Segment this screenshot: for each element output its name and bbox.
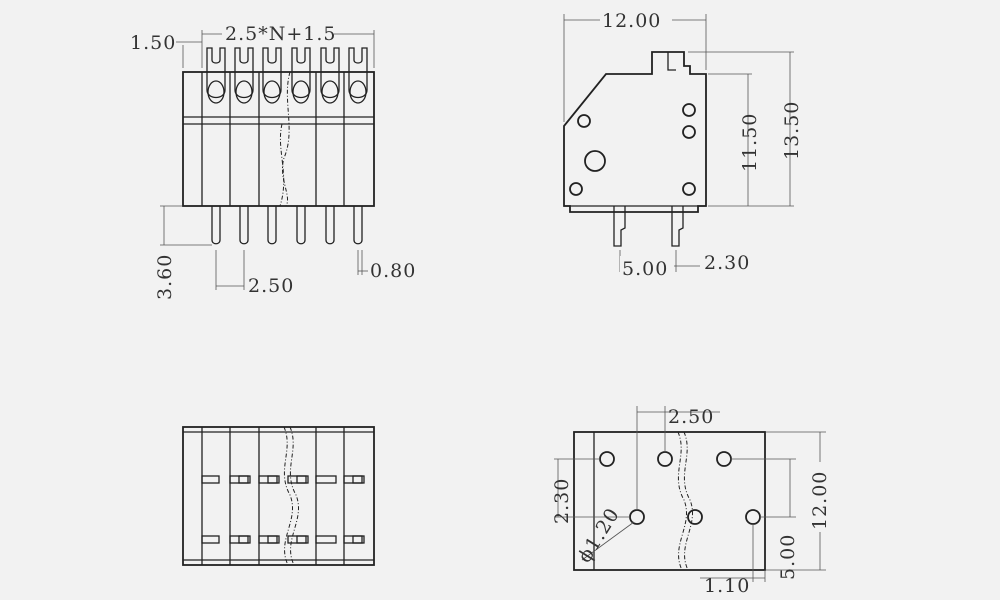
- top-break-line: [289, 426, 299, 566]
- pcb-dim-pitch: 2.50: [668, 406, 714, 428]
- pcb-dim-hole-diameter: ϕ1.20: [574, 504, 625, 567]
- pin: [239, 206, 249, 245]
- front-dim-pin-width: 0.80: [370, 260, 416, 282]
- side-dim-pin-spacing-bg: [620, 256, 674, 278]
- pcb-dim-height: 12.00: [809, 471, 831, 530]
- front-pins: [211, 206, 363, 245]
- front-break-line-2: [279, 123, 285, 207]
- side-dim-pin-offset: 2.30: [704, 252, 750, 274]
- side-dim-width-bg: [600, 8, 672, 32]
- front-release-buttons: [206, 47, 368, 104]
- pin: [353, 206, 363, 245]
- front-dimensions: [160, 30, 375, 290]
- front-dim-pin-length: 3.60: [154, 254, 176, 300]
- release-button: [206, 47, 226, 104]
- side-dim-total-height: 13.50: [781, 101, 803, 160]
- release-button: [320, 47, 340, 104]
- release-button: [291, 47, 311, 104]
- pin: [211, 206, 221, 245]
- release-button: [262, 47, 282, 104]
- side-release-tab: [667, 52, 676, 71]
- pcb-dim-edge-offset: 1.10: [704, 575, 750, 597]
- top-body-outline: [182, 426, 375, 566]
- pin: [296, 206, 306, 245]
- side-body-outline: [563, 51, 707, 213]
- front-dim-top-bg: [222, 22, 334, 44]
- pin: [325, 206, 335, 245]
- front-view: 2.5*N+1.5 1.50 3.60 2.50 0.80: [130, 22, 416, 300]
- pcb-break-line: [683, 431, 693, 571]
- side-pins: [613, 206, 684, 247]
- top-contact-windows: [201, 475, 365, 544]
- pin: [267, 206, 277, 245]
- side-dim-body-height: 11.50: [739, 113, 761, 172]
- front-break-line: [282, 71, 291, 207]
- pcb-holes: [599, 451, 761, 525]
- side-dimensions: [563, 14, 794, 272]
- side-view: 12.00 11.50 13.50 5.00 2.30: [563, 8, 803, 280]
- front-dim-left-top: 1.50: [130, 32, 176, 54]
- front-segment-dividers: [201, 72, 345, 206]
- pcb-dim-height-bg: [800, 462, 826, 532]
- release-button: [348, 47, 368, 104]
- pcb-layout-view: 2.50 2.30 12.00 5.00 ϕ1.20 1.10: [551, 406, 831, 597]
- pcb-dim-row-spacing: 5.00: [777, 534, 799, 580]
- top-segment-dividers: [201, 427, 345, 565]
- pcb-outline: [573, 431, 766, 571]
- front-dim-pitch: 2.50: [248, 275, 294, 297]
- top-view: [182, 426, 375, 566]
- side-dim-pin-spacing: 5.00: [622, 258, 668, 280]
- release-button: [234, 47, 254, 104]
- top-break-line-2: [283, 426, 293, 566]
- pcb-dim-hole-offset: 2.30: [551, 478, 573, 524]
- side-holes: [569, 103, 696, 196]
- pcb-break-line-2: [677, 431, 687, 571]
- front-dim-top: 2.5*N+1.5: [225, 23, 336, 45]
- side-dim-width: 12.00: [602, 10, 661, 32]
- front-body-outline: [182, 71, 375, 207]
